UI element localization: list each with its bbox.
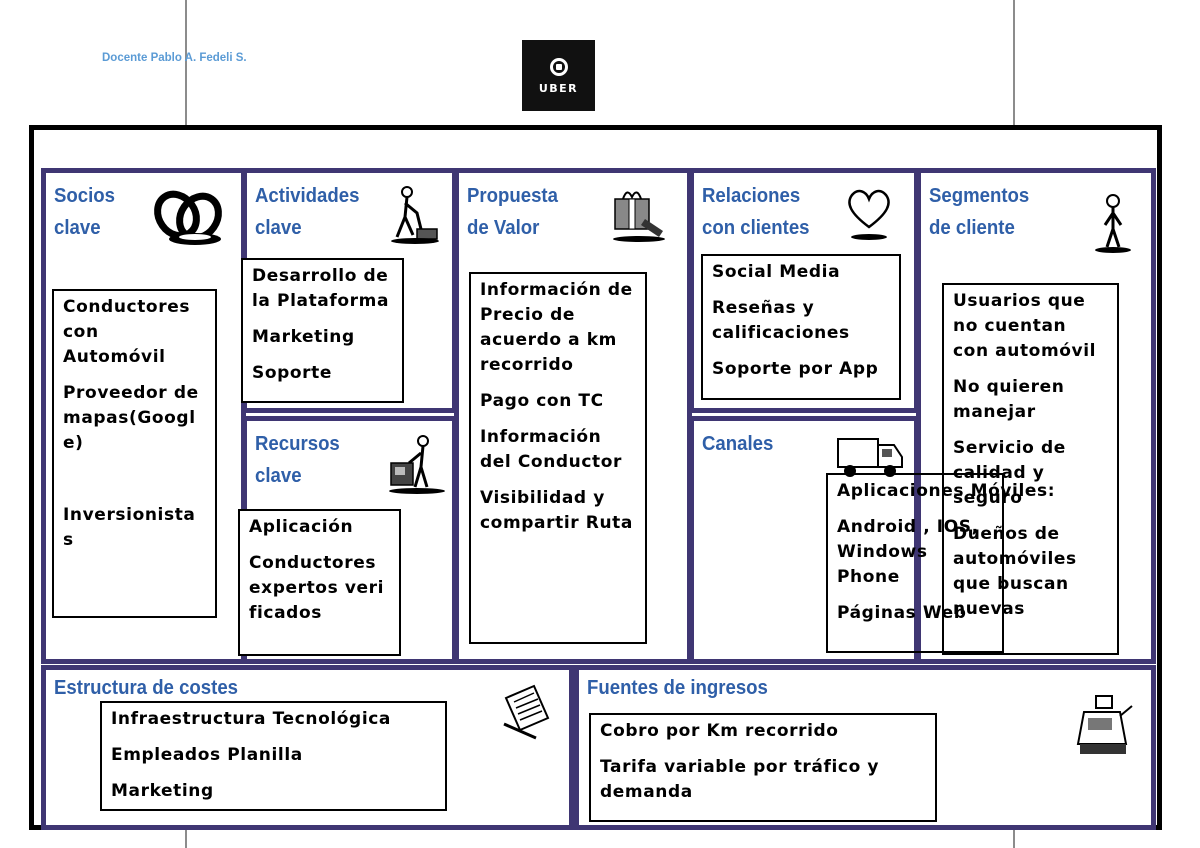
list-item: Empleados Planilla xyxy=(111,745,303,765)
cell-title: Canales xyxy=(702,433,774,455)
uber-logo: UBER xyxy=(522,40,595,111)
list-item: Usuarios que no cuentan con automóvil xyxy=(953,291,1097,361)
list-item: Páginas Web xyxy=(837,603,967,623)
list-item: Social Media xyxy=(712,262,841,282)
list-item: Aplicación xyxy=(249,517,354,537)
list-item: Soporte por App xyxy=(712,359,879,379)
ingresos-items-box: Cobro por Km recorrido Tarifa variable p… xyxy=(589,713,937,822)
relaciones-items-box: Social Media Reseñas y calificaciones So… xyxy=(701,254,901,400)
list-item: Infraestructura Tecnológica xyxy=(111,709,391,729)
uber-logo-icon xyxy=(550,58,568,76)
costes-items-box: Infraestructura Tecnológica Empleados Pl… xyxy=(100,701,447,811)
cell-canales: Canales xyxy=(689,416,919,664)
list-item: Marketing xyxy=(111,781,214,801)
list-item: Visibilidad y compartir Ruta xyxy=(480,488,633,533)
list-item: Información del Conductor xyxy=(480,427,623,472)
list-item: Reseñas y calificaciones xyxy=(712,298,850,343)
list-item: Soporte xyxy=(252,363,333,383)
cell-title: Estructura de costes xyxy=(54,677,239,699)
list-item: Inversionistas xyxy=(63,505,196,550)
author-credit: Docente Pablo A. Fedeli S. xyxy=(102,52,247,64)
list-item: Conductores expertos verificados xyxy=(249,553,385,623)
list-item: Marketing xyxy=(252,327,355,347)
list-item: Cobro por Km recorrido xyxy=(600,721,839,741)
gift-box-icon xyxy=(613,191,665,242)
list-item: Conductores con Automóvil xyxy=(63,297,191,367)
person-standing-icon xyxy=(1095,194,1131,253)
list-item: Tarifa variable por tráfico y demanda xyxy=(600,757,880,802)
list-item: Aplicaciones Móviles: xyxy=(837,481,1056,501)
uber-logo-wordmark: UBER xyxy=(538,82,579,95)
heart-icon xyxy=(848,189,890,240)
list-item: Pago con TC xyxy=(480,391,604,411)
list-item: Android , IOS, Windows Phone xyxy=(837,517,979,587)
propuesta-items-box: Información de Precio de acuerdo a km re… xyxy=(469,272,647,644)
cash-register-icon xyxy=(1076,695,1133,754)
canales-items-box: Aplicaciones Móviles: Android , IOS, Win… xyxy=(826,473,1056,653)
list-item: Información de Precio de acuerdo a km re… xyxy=(480,280,633,375)
actividades-items-box: Desarrollo de la Plataforma Marketing So… xyxy=(241,258,404,403)
socios-items-box: Conductores con Automóvil Proveedor de m… xyxy=(52,289,217,618)
chain-links-icon xyxy=(154,190,222,245)
recursos-items-box: Aplicación Conductores expertos verifica… xyxy=(238,509,401,656)
list-item: Desarrollo de la Plataforma xyxy=(252,266,390,311)
list-item: No quieren manejar xyxy=(953,377,1065,422)
document-receipt-icon xyxy=(503,684,550,740)
list-item: Dueños de automóviles que buscan nuevas xyxy=(953,524,1077,619)
segmentos-items-box: Usuarios que no cuentan con automóvil No… xyxy=(942,283,1119,655)
cell-title: Fuentes de ingresos xyxy=(587,677,768,699)
list-item: Proveedor de mapas(Google) xyxy=(63,383,199,453)
worker-with-machine-icon xyxy=(389,435,445,494)
worker-cleaning-icon xyxy=(391,186,439,244)
